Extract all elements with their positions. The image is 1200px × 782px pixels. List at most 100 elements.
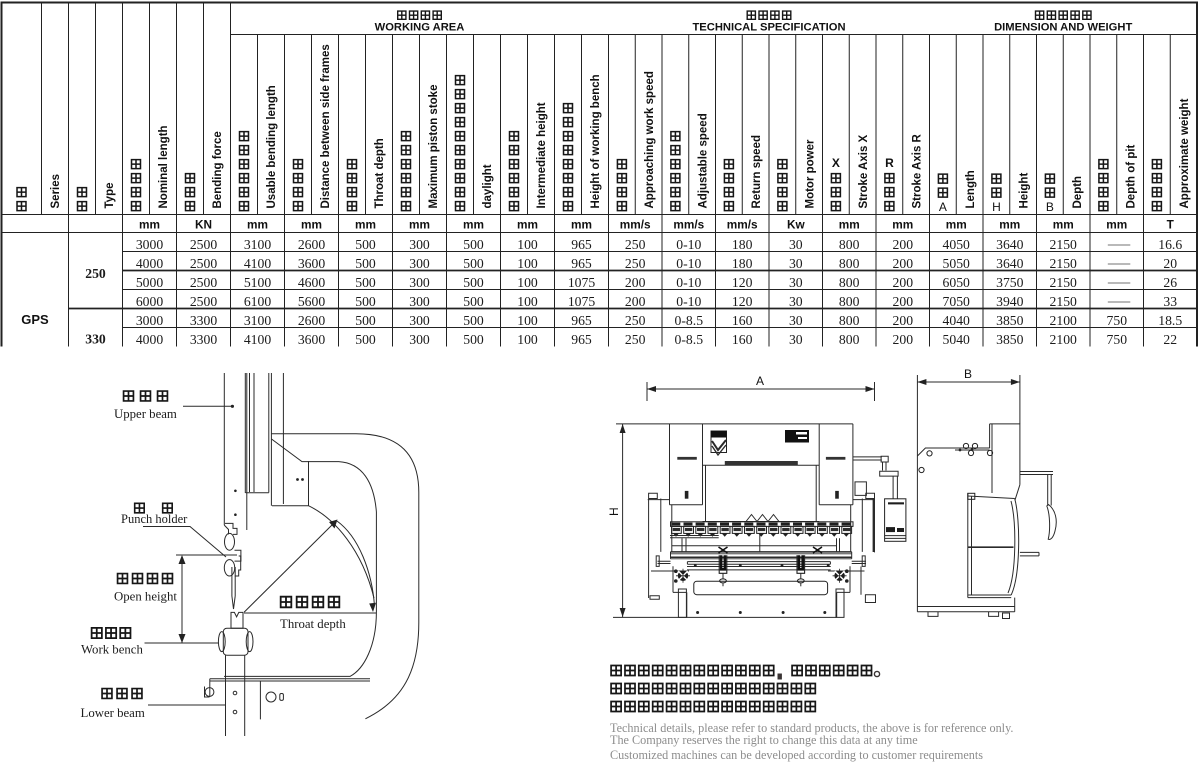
svg-text:mm: mm xyxy=(1106,218,1127,232)
svg-text:500: 500 xyxy=(355,237,376,252)
svg-text:26: 26 xyxy=(1163,275,1177,290)
svg-text:Stroke Axis X: Stroke Axis X xyxy=(858,134,870,208)
svg-text:2600: 2600 xyxy=(298,237,326,252)
svg-text:200: 200 xyxy=(625,294,646,309)
svg-text:0-10: 0-10 xyxy=(676,294,701,309)
svg-text:180: 180 xyxy=(732,237,753,252)
svg-text:800: 800 xyxy=(839,332,860,347)
svg-text:4050: 4050 xyxy=(943,237,971,252)
svg-text:7050: 7050 xyxy=(943,294,971,309)
svg-text:750: 750 xyxy=(1107,332,1128,347)
svg-text:daylight: daylight xyxy=(482,164,494,208)
svg-text:100: 100 xyxy=(517,332,538,347)
svg-text:30: 30 xyxy=(789,332,803,347)
svg-text:5600: 5600 xyxy=(298,294,326,309)
svg-text:5000: 5000 xyxy=(136,275,164,290)
svg-text:2150: 2150 xyxy=(1050,256,1078,271)
svg-text:A: A xyxy=(939,200,947,214)
svg-text:500: 500 xyxy=(355,294,376,309)
svg-text:0-10: 0-10 xyxy=(676,256,701,271)
svg-text:2150: 2150 xyxy=(1050,275,1078,290)
svg-text:mm/s: mm/s xyxy=(673,218,704,232)
svg-text:30: 30 xyxy=(789,313,803,328)
svg-text:500: 500 xyxy=(355,275,376,290)
svg-text:4040: 4040 xyxy=(943,313,971,328)
svg-text:Work bench: Work bench xyxy=(81,643,143,657)
svg-text:800: 800 xyxy=(839,294,860,309)
svg-text:500: 500 xyxy=(463,332,484,347)
svg-text:B: B xyxy=(964,367,972,381)
svg-text:H: H xyxy=(992,200,1001,214)
svg-text:X: X xyxy=(832,156,840,170)
svg-text:3300: 3300 xyxy=(190,332,218,347)
svg-text:965: 965 xyxy=(571,313,592,328)
svg-text:500: 500 xyxy=(355,332,376,347)
svg-text:5050: 5050 xyxy=(943,256,971,271)
svg-text:5040: 5040 xyxy=(943,332,971,347)
svg-text:mm: mm xyxy=(517,218,538,232)
svg-text:100: 100 xyxy=(517,294,538,309)
svg-text:3600: 3600 xyxy=(298,256,326,271)
svg-text:100: 100 xyxy=(517,275,538,290)
svg-text:Technical details, please refe: Technical details, please refer to stand… xyxy=(610,721,1013,735)
svg-text:120: 120 xyxy=(732,294,753,309)
svg-text:300: 300 xyxy=(409,294,430,309)
svg-text:300: 300 xyxy=(409,313,430,328)
svg-text:mm/s: mm/s xyxy=(727,218,758,232)
svg-text:200: 200 xyxy=(625,275,646,290)
svg-text:300: 300 xyxy=(409,275,430,290)
svg-text:18.5: 18.5 xyxy=(1158,313,1182,328)
svg-text:30: 30 xyxy=(789,256,803,271)
svg-text:800: 800 xyxy=(839,275,860,290)
svg-text:2150: 2150 xyxy=(1050,294,1078,309)
svg-text:250: 250 xyxy=(625,332,646,347)
svg-text:965: 965 xyxy=(571,332,592,347)
svg-text:Punch holder: Punch holder xyxy=(121,512,188,526)
svg-text:500: 500 xyxy=(463,256,484,271)
svg-text:100: 100 xyxy=(517,313,538,328)
svg-text:330: 330 xyxy=(85,332,106,347)
svg-text:Customized machines can be dev: Customized machines can be developed acc… xyxy=(610,748,983,762)
svg-text:mm: mm xyxy=(946,218,967,232)
svg-text:Approximate weight: Approximate weight xyxy=(1179,98,1191,208)
svg-text:30: 30 xyxy=(789,275,803,290)
svg-text:mm: mm xyxy=(139,218,160,232)
svg-text:300: 300 xyxy=(409,256,430,271)
svg-text:Nominal length: Nominal length xyxy=(158,125,170,208)
svg-text:4000: 4000 xyxy=(136,256,164,271)
svg-text:mm: mm xyxy=(301,218,322,232)
svg-text:160: 160 xyxy=(732,332,753,347)
svg-text:0-8.5: 0-8.5 xyxy=(675,313,704,328)
svg-text:750: 750 xyxy=(1107,313,1128,328)
svg-text:3640: 3640 xyxy=(996,256,1024,271)
svg-text:Intermediate height: Intermediate height xyxy=(536,102,548,208)
svg-text:mm: mm xyxy=(999,218,1020,232)
svg-text:6100: 6100 xyxy=(244,294,272,309)
svg-text:2500: 2500 xyxy=(190,256,218,271)
svg-text:Series: Series xyxy=(50,174,62,209)
svg-text:16.6: 16.6 xyxy=(1158,237,1182,252)
svg-text:Type: Type xyxy=(104,183,116,209)
svg-text:250: 250 xyxy=(625,256,646,271)
svg-text:3300: 3300 xyxy=(190,313,218,328)
svg-text:KN: KN xyxy=(195,218,212,232)
svg-text:800: 800 xyxy=(839,313,860,328)
svg-text:Upper beam: Upper beam xyxy=(114,407,177,421)
svg-text:100: 100 xyxy=(517,256,538,271)
svg-text:800: 800 xyxy=(839,237,860,252)
svg-text:22: 22 xyxy=(1163,332,1177,347)
svg-text:mm: mm xyxy=(839,218,860,232)
svg-text:200: 200 xyxy=(893,237,914,252)
svg-text:mm: mm xyxy=(463,218,484,232)
svg-text:Bending force: Bending force xyxy=(212,131,224,208)
svg-text:3100: 3100 xyxy=(244,313,272,328)
svg-text:3100: 3100 xyxy=(244,237,272,252)
svg-text:500: 500 xyxy=(463,237,484,252)
svg-text:200: 200 xyxy=(893,256,914,271)
svg-text:3850: 3850 xyxy=(996,332,1024,347)
svg-text:Adjustable speed: Adjustable speed xyxy=(697,113,709,208)
svg-text:0-10: 0-10 xyxy=(676,275,701,290)
svg-text:3000: 3000 xyxy=(136,237,164,252)
svg-text:4000: 4000 xyxy=(136,332,164,347)
svg-text:30: 30 xyxy=(789,294,803,309)
